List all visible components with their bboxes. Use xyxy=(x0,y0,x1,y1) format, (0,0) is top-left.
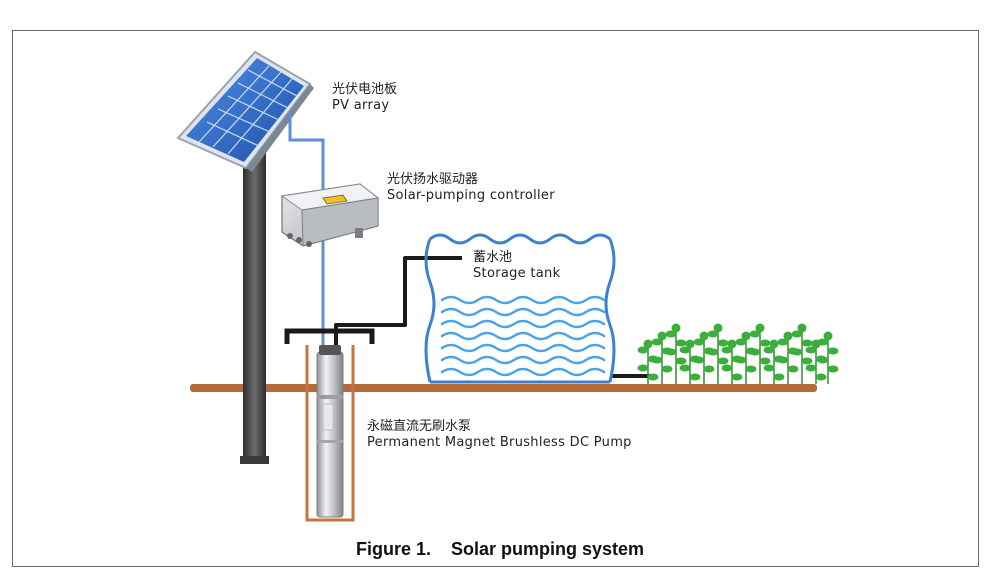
plant-leaf xyxy=(791,330,803,338)
plant-leaf xyxy=(717,339,729,347)
tank-label-zh: 蓄水池 xyxy=(473,250,513,265)
plant-leaf xyxy=(801,339,813,347)
plant-leaf xyxy=(791,348,803,356)
plant-leaf xyxy=(817,356,829,364)
controller-label-zh: 光伏扬水驱动器 xyxy=(387,172,479,187)
discharge-pipe xyxy=(334,256,462,345)
plant-leaf xyxy=(717,357,729,365)
controller-box-icon xyxy=(280,183,380,247)
tank-label-en: Storage tank xyxy=(473,266,561,281)
plant-top xyxy=(741,331,751,341)
well-cap xyxy=(284,328,375,344)
pump-label: 永磁直流无刷水泵 Permanent Magnet Brushless DC P… xyxy=(367,419,632,451)
ground-line xyxy=(190,384,817,392)
dc-pump-icon xyxy=(316,345,344,518)
pv-wire xyxy=(288,112,325,190)
plant-leaf xyxy=(759,357,771,365)
figure-caption: Figure 1. Solar pumping system xyxy=(0,539,1000,560)
plant-top xyxy=(727,339,737,349)
plant-leaf xyxy=(647,373,659,381)
storage-tank-icon xyxy=(424,233,616,384)
plant-leaf xyxy=(679,346,691,354)
plant-leaf xyxy=(693,338,705,346)
plant-leaf xyxy=(745,365,757,373)
plant-leaf xyxy=(805,364,817,372)
plant-top xyxy=(797,323,807,333)
plant-leaf xyxy=(773,373,785,381)
plant-top xyxy=(671,323,681,333)
pump-label-en: Permanent Magnet Brushless DC Pump xyxy=(367,435,632,450)
plant-leaf xyxy=(721,346,733,354)
plant-leaf xyxy=(707,348,719,356)
tank-label: 蓄水池 Storage tank xyxy=(473,250,560,282)
plant-leaf xyxy=(661,365,673,373)
pump-label-zh: 永磁直流无刷水泵 xyxy=(367,419,472,434)
plant-leaf xyxy=(731,373,743,381)
plant-leaf xyxy=(805,346,817,354)
plant-leaf xyxy=(675,357,687,365)
plant-leaf xyxy=(651,356,663,364)
plant-leaf xyxy=(721,364,733,372)
pv-array-label-en: PV array xyxy=(332,98,390,113)
plant-leaf xyxy=(759,339,771,347)
plant-leaf xyxy=(665,330,677,338)
support-pole xyxy=(243,152,266,464)
plant-leaf xyxy=(787,365,799,373)
controller-label: 光伏扬水驱动器 Solar-pumping controller xyxy=(387,172,555,204)
plant-leaf xyxy=(827,347,839,355)
plant-top xyxy=(783,331,793,341)
figure-title: Solar pumping system xyxy=(450,539,645,559)
plant-leaf xyxy=(703,365,715,373)
plant-leaf xyxy=(689,373,701,381)
plant-leaf xyxy=(777,356,789,364)
plant-leaf xyxy=(749,348,761,356)
plant-leaf xyxy=(665,348,677,356)
plant-leaf xyxy=(675,339,687,347)
pv-array-label-zh: 光伏电池板 xyxy=(332,82,398,97)
plant-leaf xyxy=(651,338,663,346)
plant-leaf xyxy=(749,330,761,338)
plant-leaf xyxy=(707,330,719,338)
plant-leaf xyxy=(777,338,789,346)
plant-leaf xyxy=(763,364,775,372)
plant-leaf xyxy=(815,373,827,381)
controller-label-en: Solar-pumping controller xyxy=(387,188,555,203)
plant-leaf xyxy=(735,338,747,346)
plant-leaf xyxy=(693,356,705,364)
plant-leaf xyxy=(801,357,813,365)
plant-top xyxy=(769,339,779,349)
plant-leaf xyxy=(827,365,839,373)
plant-top xyxy=(643,339,653,349)
plant-top xyxy=(755,323,765,333)
plant-leaf xyxy=(679,364,691,372)
figure-number: Figure 1. xyxy=(355,539,431,559)
plant-leaf xyxy=(817,338,829,346)
pv-array-label: 光伏电池板 PV array xyxy=(332,82,397,114)
crop-plants-icon xyxy=(637,323,839,384)
plant-top xyxy=(713,323,723,333)
well-casing xyxy=(305,345,355,522)
pv-array-icon xyxy=(176,50,314,172)
plant-leaf xyxy=(637,364,649,372)
support-pole-base xyxy=(240,456,269,464)
plant-leaf xyxy=(735,356,747,364)
plant-top xyxy=(823,331,833,341)
plant-leaf xyxy=(763,346,775,354)
plant-top xyxy=(685,339,695,349)
plant-top xyxy=(657,331,667,341)
plant-leaf xyxy=(637,346,649,354)
plant-top xyxy=(699,331,709,341)
